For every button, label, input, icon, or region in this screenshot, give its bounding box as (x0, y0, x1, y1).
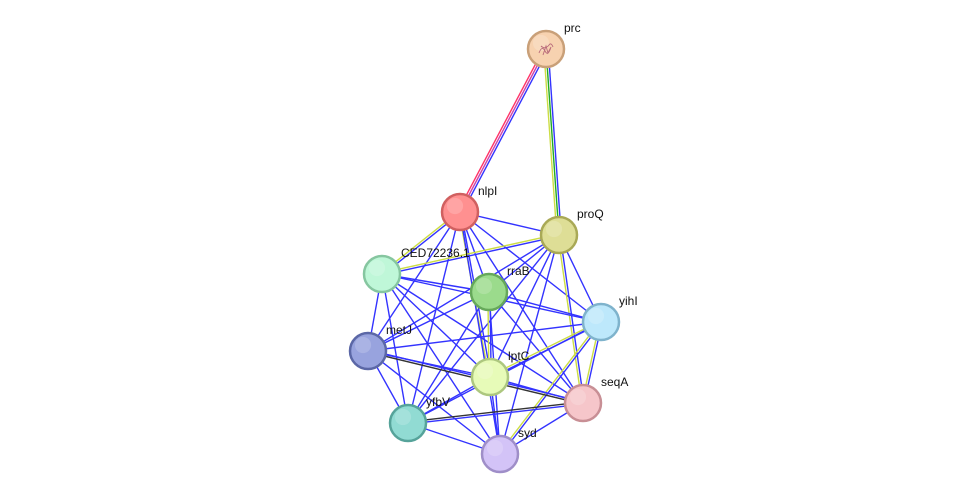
node-proq[interactable]: proQ (541, 207, 604, 253)
node-label: rraB (507, 264, 530, 278)
edge-line (546, 49, 559, 235)
node-highlight (487, 440, 503, 456)
node-syd[interactable]: syd (482, 426, 537, 472)
node-label: yfbV (426, 395, 450, 409)
node-label: prc (564, 21, 581, 35)
node-highlight (477, 363, 493, 379)
node-label: lptC (508, 349, 530, 363)
edge-prc-nlpI (458, 48, 548, 213)
node-highlight (546, 221, 562, 237)
node-seqa[interactable]: seqA (565, 375, 628, 421)
edge-line (460, 49, 546, 212)
edge-line (458, 48, 544, 211)
node-highlight (570, 389, 586, 405)
node-ced72236-1[interactable]: CED72236.1 (364, 246, 470, 292)
node-highlight (355, 337, 371, 353)
edge-prc-proQ (544, 49, 561, 235)
node-label: seqA (601, 375, 628, 389)
node-label: metJ (386, 323, 412, 337)
node-highlight (447, 198, 463, 214)
node-label: proQ (577, 207, 604, 221)
node-highlight (395, 409, 411, 425)
edge-line (560, 235, 584, 403)
node-prc[interactable]: prc (528, 21, 581, 67)
node-highlight (588, 308, 604, 324)
node-label: nlpI (478, 184, 497, 198)
node-label: yihI (619, 294, 638, 308)
node-highlight (476, 278, 492, 294)
edge-line (462, 50, 548, 213)
node-nlpi[interactable]: nlpI (442, 184, 497, 230)
node-highlight (369, 260, 385, 276)
node-label: syd (518, 426, 537, 440)
node-label: CED72236.1 (401, 246, 470, 260)
